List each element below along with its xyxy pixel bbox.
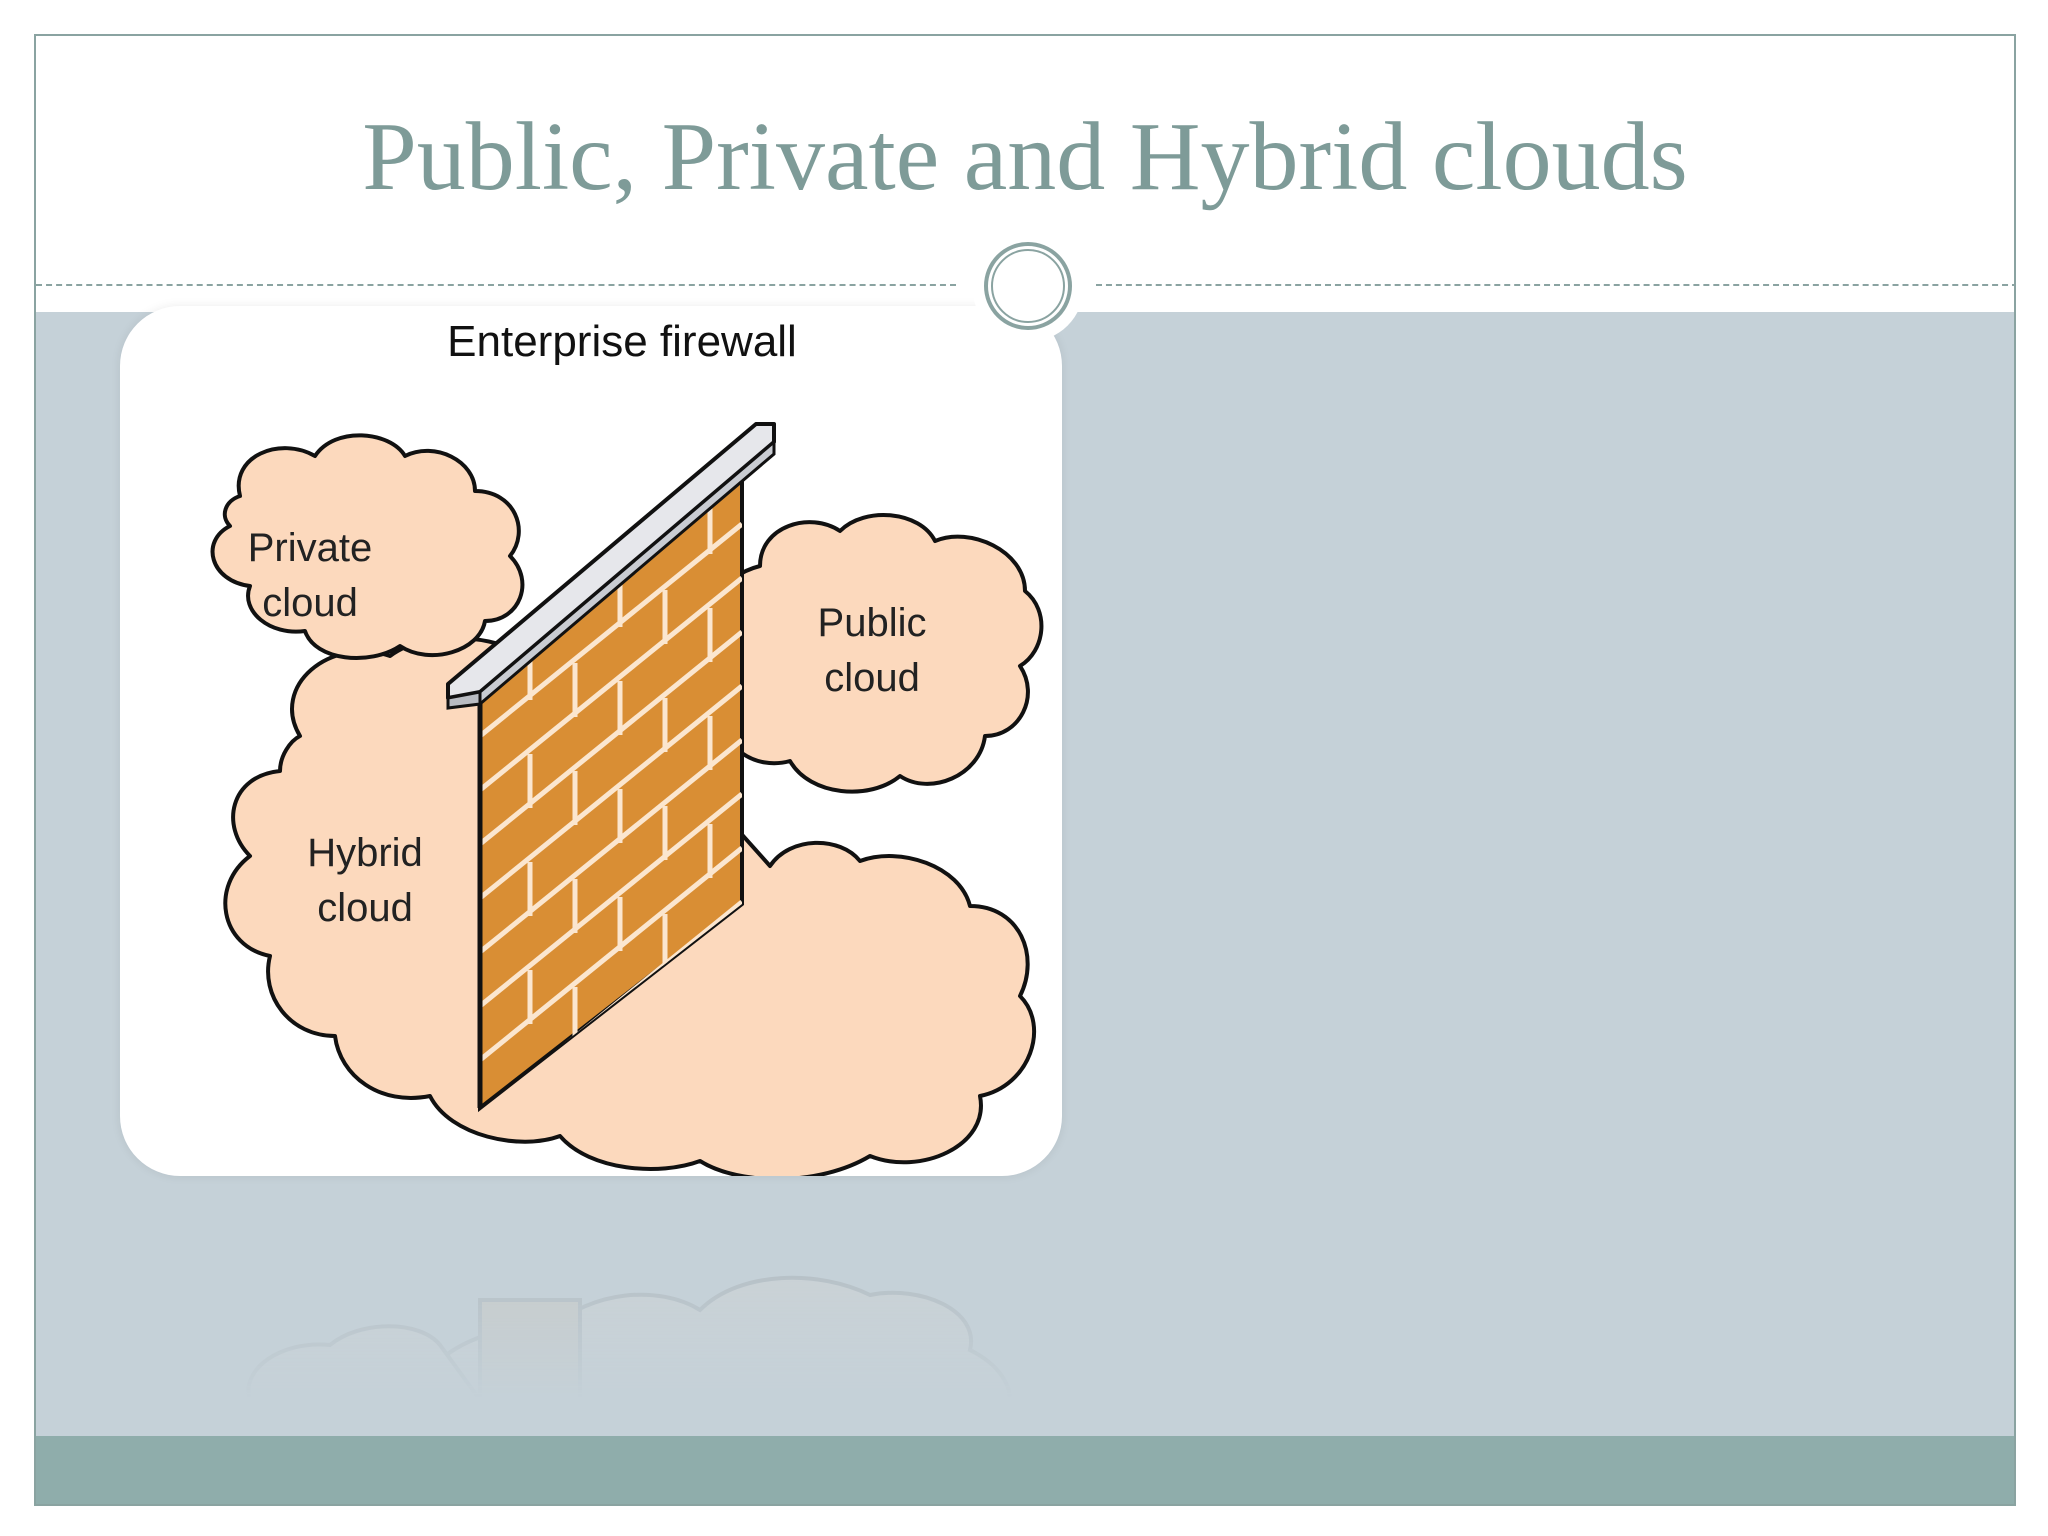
public-cloud-label-line2: cloud [824,656,920,700]
reflection-shapes [246,1275,1013,1400]
circle-ornament-icon [972,230,1084,342]
private-cloud-label-line1: Private [248,526,373,570]
private-cloud-label-line2: cloud [262,581,358,625]
public-cloud-label-line1: Public [818,601,927,645]
diagram-reflection [120,1180,1062,1400]
title-divider-right [1096,284,2014,286]
firewall-label: Enterprise firewall [447,317,797,366]
private-cloud-icon [210,433,525,660]
hybrid-cloud-label-line2: cloud [317,886,413,930]
slide-title: Public, Private and Hybrid clouds [362,103,1688,211]
brick-wall-icon [446,422,776,1113]
slide: Public, Private and Hybrid clouds [34,34,2016,1506]
hybrid-cloud-label-line1: Hybrid [307,831,423,875]
diagram-card: Enterprise firewall Private cloud Public… [120,306,1062,1176]
title-divider-left [36,284,956,286]
footer-band [36,1436,2014,1504]
cloud-firewall-diagram: Enterprise firewall Private cloud Public… [210,317,1044,1176]
